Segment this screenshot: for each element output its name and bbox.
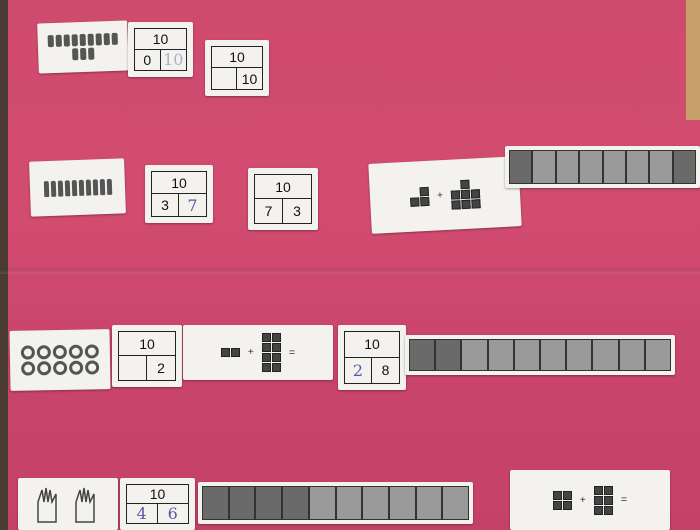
sock-icon	[112, 33, 118, 45]
poster-fold-crease	[0, 268, 700, 274]
hands-icon	[28, 484, 108, 524]
number-bond-card-3: 10 3 7	[145, 165, 213, 223]
background-wall-left	[0, 0, 8, 530]
bottle-icon	[92, 179, 98, 195]
bond-part-left: 0	[135, 50, 161, 71]
equals-sign: =	[621, 494, 627, 506]
bond-part-left: 7	[255, 199, 283, 223]
sock-icon	[80, 34, 86, 46]
bond-part-left: 3	[152, 194, 179, 216]
sock-icon	[72, 48, 78, 60]
sock-icon	[80, 48, 86, 60]
number-bond-card-1: 10 0 10	[128, 22, 193, 77]
sock-icon	[64, 34, 70, 46]
bond-part-right: 3	[283, 199, 311, 223]
sock-icon	[72, 34, 78, 46]
number-bond-card-4: 10 7 3	[248, 168, 318, 230]
bottle-icon	[64, 180, 70, 196]
picture-card-donuts	[9, 329, 110, 391]
picture-card-hands	[18, 478, 118, 530]
sock-icon	[104, 33, 110, 45]
sock-icon	[56, 35, 62, 47]
equals-sign: =	[289, 347, 295, 359]
bond-part-left: 2	[345, 358, 372, 384]
ten-frame-strip-1	[505, 146, 700, 188]
donut-icon	[53, 361, 67, 375]
bottle-icon	[71, 180, 77, 196]
bond-whole: 10	[127, 485, 188, 504]
bond-part-right: 2	[147, 356, 175, 380]
block-addition-card-3: + =	[510, 470, 670, 530]
bond-part-left	[119, 356, 147, 380]
donut-icon	[21, 345, 35, 359]
donut-icon	[53, 345, 67, 359]
picture-card-socks	[37, 20, 129, 73]
ten-frame-strip-3	[198, 482, 473, 524]
bond-whole: 10	[255, 175, 311, 199]
bond-part-right: 6	[158, 504, 189, 523]
donut-icon	[85, 360, 99, 374]
number-bond-card-6: 10 2 8	[338, 325, 406, 390]
donut-icon	[85, 344, 99, 358]
background-wall-right	[686, 0, 700, 120]
bond-part-left	[212, 68, 237, 89]
block-group-small	[221, 348, 240, 357]
sock-icons	[48, 33, 119, 61]
bond-part-right: 10	[161, 50, 187, 71]
bottle-icon	[50, 180, 56, 196]
bond-whole: 10	[212, 47, 262, 68]
block-addition-card-2: + =	[183, 325, 333, 380]
plus-sign: +	[580, 495, 586, 506]
donut-icon	[37, 345, 51, 359]
block-group-small	[410, 186, 430, 206]
plus-sign: +	[437, 190, 443, 201]
donut-icon	[37, 361, 51, 375]
sock-icon	[88, 48, 94, 60]
bottle-icon	[43, 181, 49, 197]
bond-part-right: 8	[372, 358, 399, 384]
block-addition-card-1: +	[368, 156, 521, 234]
bottle-icon	[57, 180, 63, 196]
bond-part-left: 4	[127, 504, 158, 523]
bond-part-right: 10	[237, 68, 262, 89]
block-group-small	[553, 491, 572, 510]
bond-whole: 10	[152, 172, 206, 194]
bond-whole: 10	[135, 29, 186, 50]
block-group-large	[594, 486, 613, 515]
bond-whole: 10	[345, 332, 399, 358]
plus-sign: +	[248, 347, 254, 358]
number-bond-card-5: 10 2	[112, 325, 182, 387]
sock-icon	[88, 34, 94, 46]
sock-icon	[48, 35, 54, 47]
bottle-icons	[37, 178, 118, 197]
block-group-large	[450, 179, 480, 209]
bottle-icon	[99, 179, 105, 195]
block-group-large	[262, 333, 281, 372]
bond-whole: 10	[119, 332, 175, 356]
donut-icon	[21, 361, 35, 375]
sock-icon	[96, 33, 102, 45]
bottle-icon	[85, 179, 91, 195]
ten-frame-strip-2	[405, 335, 675, 375]
picture-card-bottles	[29, 158, 126, 216]
number-bond-card-7: 10 4 6	[120, 478, 195, 530]
donut-icons	[15, 344, 106, 376]
number-bond-card-2: 10 10	[205, 40, 269, 96]
donut-icon	[69, 345, 83, 359]
donut-icon	[69, 361, 83, 375]
bottle-icon	[106, 178, 112, 194]
bond-part-right: 7	[179, 194, 206, 216]
bottle-icon	[78, 179, 84, 195]
